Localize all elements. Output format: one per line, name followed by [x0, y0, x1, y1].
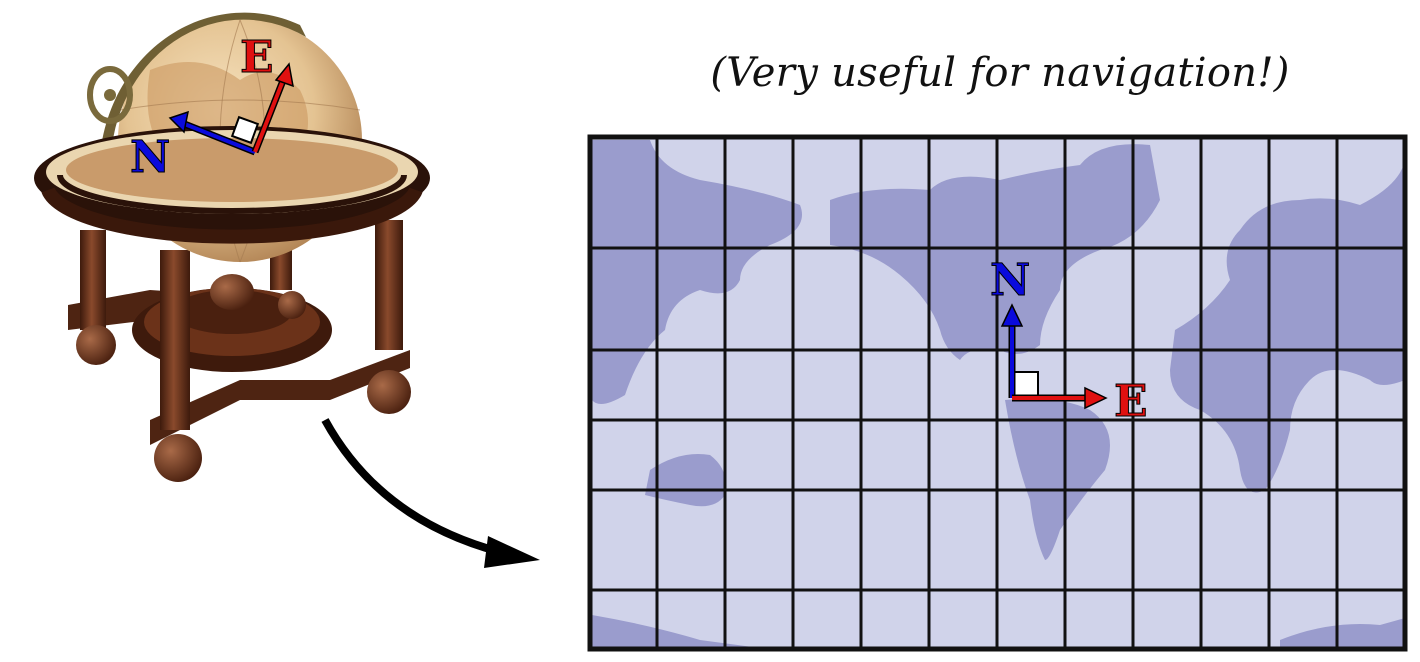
globe-east-label: E — [240, 32, 274, 83]
globe-tangent-vectors: N E — [130, 32, 294, 184]
compass-ornament — [87, 66, 133, 124]
right-angle-marker — [230, 115, 260, 145]
meridian-ring — [99, 12, 306, 191]
globe-north-label: N — [130, 132, 170, 183]
projection-arrow — [321, 418, 540, 568]
flat-map: N E — [587, 134, 1408, 652]
globe-stand — [68, 220, 411, 482]
map-tangent-vectors: N E — [990, 255, 1149, 428]
map-north-label: N — [990, 255, 1030, 306]
horizon-ring — [34, 126, 430, 244]
map-land — [592, 140, 1405, 648]
map-border — [587, 134, 1408, 652]
map-right-angle-marker — [1013, 371, 1039, 397]
map-grid — [590, 137, 1405, 649]
map-east-label: E — [1114, 376, 1148, 427]
caption-text: (Very useful for navigation!) — [710, 50, 1290, 96]
globe-illustration: N E — [34, 12, 430, 482]
